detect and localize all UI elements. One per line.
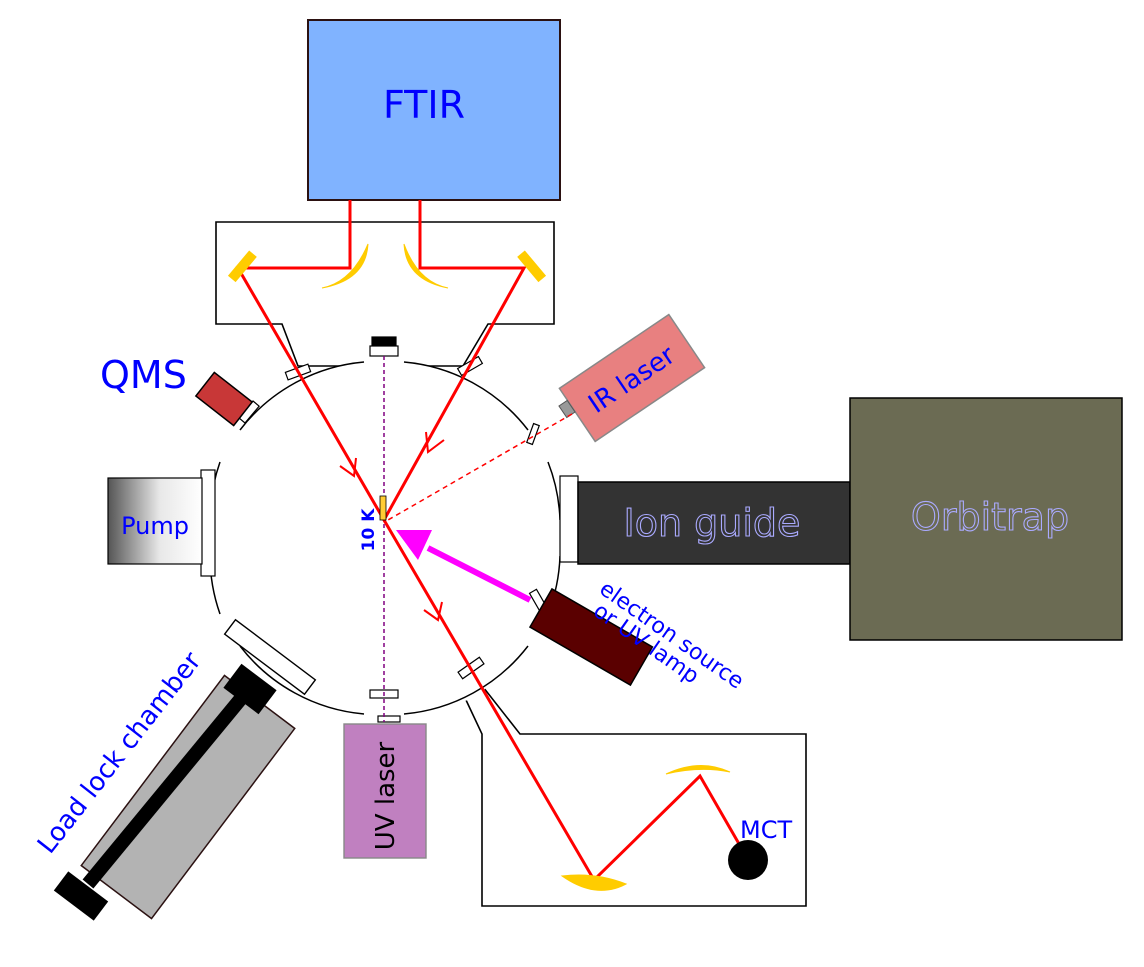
ir-laser-box — [558, 313, 706, 443]
uv-laser-box — [343, 723, 427, 859]
mct-label: MCT — [740, 816, 792, 844]
load-lock-flange — [223, 618, 317, 696]
electron-source-box — [528, 587, 654, 687]
orbitrap-label: Orbitrap — [911, 495, 1069, 539]
transmitted-beam-path — [382, 519, 748, 883]
load-lock-handle — [53, 871, 109, 921]
qms-label: QMS — [100, 353, 187, 397]
pump-label: Pump — [121, 512, 189, 540]
electron-beam-arrowhead — [396, 530, 432, 560]
uv-laser-label: UV laser — [371, 741, 401, 850]
temperature-label: 10 K — [359, 508, 379, 552]
beam-arrows — [339, 431, 445, 622]
sample-holder — [379, 495, 387, 521]
mct-detector — [728, 840, 768, 880]
electron-beam — [426, 545, 532, 603]
load-lock-rod — [82, 685, 254, 889]
pump-box — [107, 477, 203, 565]
qms-box — [194, 371, 254, 427]
detector-enclosure — [465, 677, 807, 907]
ion-guide-label: Ion guide — [624, 501, 801, 545]
orbitrap-box — [849, 397, 1123, 641]
ftir-label: FTIR — [383, 83, 465, 127]
mirrors — [227, 243, 731, 891]
ion-guide-box — [577, 481, 851, 565]
load-lock-body — [80, 674, 296, 920]
ftir-box — [307, 19, 561, 201]
load-lock-holder — [223, 663, 277, 715]
chamber-ports — [200, 336, 579, 723]
